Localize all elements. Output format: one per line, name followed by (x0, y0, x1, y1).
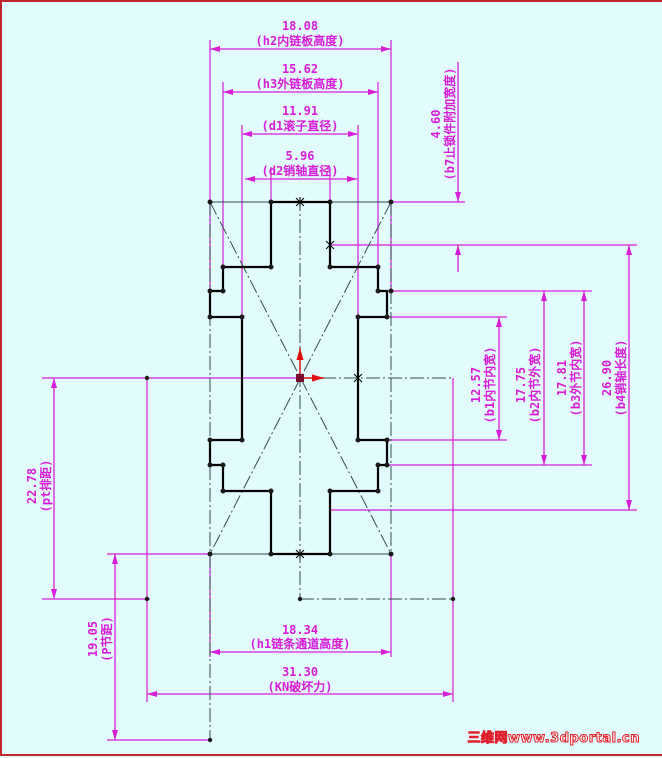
b1-label: (b1内节内宽) (482, 347, 497, 424)
pt-value: 22.78 (25, 468, 39, 504)
d1-label: (d1滚子直径) (262, 118, 339, 133)
h1-label: (h1链条通道高度) (250, 636, 351, 651)
b3-label: (b3外节内宽) (568, 340, 583, 417)
d2-value: 5.96 (286, 149, 315, 163)
b2-value: 17.75 (514, 367, 528, 403)
h3-label: (h3外链板高度) (256, 76, 345, 91)
construction-lines (210, 201, 391, 555)
origin-axes-icon (296, 348, 324, 382)
kn-label: (KN破坏力) (268, 679, 333, 694)
midpoint-marks (295, 197, 363, 559)
b4-label: (b4销轴长度) (613, 340, 628, 417)
pt-label: (pt排距) (38, 460, 53, 513)
dimension-labels: 18.08 (h2内链板高度) 15.62 (h3外链板高度) 11.91 (d… (25, 19, 628, 694)
d2-label: (d2销轴直径) (262, 163, 339, 178)
b2-label: (b2内节外宽) (527, 347, 542, 424)
b4-value: 26.90 (600, 360, 614, 396)
centerlines (209, 197, 453, 742)
profile-vertices (144, 199, 456, 743)
extension-lines (42, 40, 637, 741)
dimension-lines (51, 46, 632, 740)
p-label: (P节距) (99, 616, 114, 662)
h3-value: 15.62 (282, 62, 318, 76)
b7-label: (b7止锁件附加宽度) (442, 68, 457, 181)
b7-value: 4.60 (429, 110, 443, 139)
kn-value: 31.30 (282, 665, 318, 679)
h2-value: 18.08 (282, 19, 318, 33)
d1-value: 11.91 (282, 104, 318, 118)
b3-value: 17.81 (555, 360, 569, 396)
b1-value: 12.57 (469, 367, 483, 403)
h2-label: (h2内链板高度) (256, 33, 345, 48)
p-value: 19.05 (86, 621, 100, 657)
h1-value: 18.34 (282, 623, 318, 637)
watermark: 三维网www.3dportal.cn (467, 731, 640, 747)
